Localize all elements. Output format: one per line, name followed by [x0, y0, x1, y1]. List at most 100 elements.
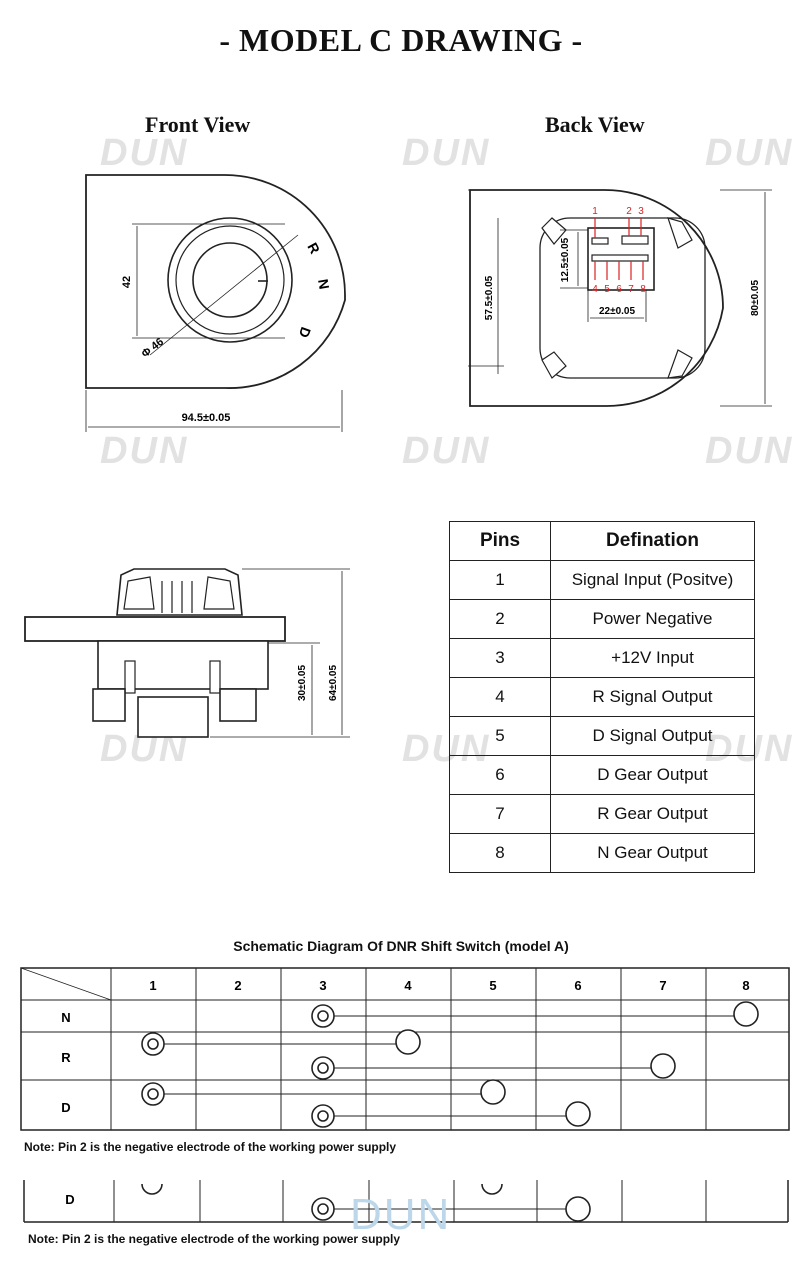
- dim-width-label: 94.5±0.05: [182, 412, 231, 424]
- dim-left-label: 57.5±0.05: [484, 275, 495, 320]
- back-view-label: Back View: [545, 112, 645, 137]
- knob-grip: [175, 225, 285, 335]
- table-cell: 7: [449, 794, 551, 834]
- dim-outer-label: 64±0.05: [328, 665, 339, 702]
- pin-number-label: 8: [640, 284, 646, 295]
- row-label: D: [61, 1100, 70, 1115]
- tab: [209, 660, 221, 694]
- pin-terminal-inner: [147, 1038, 159, 1050]
- table-cell: R Gear Output: [550, 794, 755, 834]
- pin-terminal: [141, 1032, 165, 1056]
- table-header: Pins: [449, 521, 551, 561]
- pin-terminal: [565, 1101, 591, 1127]
- pin-number-label: 3: [638, 206, 644, 217]
- knob-grip: [203, 576, 235, 610]
- pin-terminal: [311, 1056, 335, 1080]
- row-label: R: [61, 1050, 71, 1065]
- pin-number-label: 2: [626, 206, 632, 217]
- page-title: - MODEL C DRAWING -: [219, 22, 583, 58]
- watermark: DUN: [705, 430, 794, 472]
- knob-outer-ring: [167, 217, 293, 343]
- table-cell: Power Negative: [550, 599, 755, 639]
- connector: [137, 696, 209, 738]
- side-view-drawing: 30±0.05 64±0.05: [24, 568, 350, 738]
- table-header: Defination: [550, 521, 755, 561]
- pin-slot: [591, 237, 609, 245]
- table-cell: 6: [449, 755, 551, 795]
- dim-right-label: 80±0.05: [750, 280, 761, 317]
- back-housing-outline: [469, 189, 724, 407]
- pin-number-label: 1: [592, 206, 598, 217]
- knob-grip: [123, 576, 155, 610]
- front-housing-outline: [85, 174, 346, 389]
- table-cell: 5: [449, 716, 551, 756]
- column-label: 4: [404, 978, 412, 993]
- mount-tab: [667, 217, 693, 249]
- pin-slot-row: [591, 254, 649, 262]
- pin-slot: [621, 235, 649, 245]
- column-label: 5: [489, 978, 496, 993]
- connector-body: [587, 227, 655, 291]
- table-cell: 4: [449, 677, 551, 717]
- column-label: 6: [574, 978, 581, 993]
- watermark: DUN: [402, 132, 491, 174]
- gear-label-n: N: [315, 278, 333, 291]
- table-cell: 8: [449, 833, 551, 873]
- fragment-note: Note: Pin 2 is the negative electrode of…: [28, 1232, 401, 1246]
- column-label: 3: [319, 978, 326, 993]
- pin-terminal: [733, 1001, 759, 1027]
- dim-inner-label: 30±0.05: [297, 665, 308, 702]
- pin-terminal-inner: [317, 1110, 329, 1122]
- pin-number-label: 5: [604, 284, 610, 295]
- column-label: 8: [742, 978, 749, 993]
- table-cell: 3: [449, 638, 551, 678]
- header-diagonal: [20, 967, 112, 1001]
- housing-body: [97, 640, 269, 690]
- watermark: DUN: [100, 430, 189, 472]
- pin-terminal-inner: [147, 1088, 159, 1100]
- watermark: DUN: [402, 430, 491, 472]
- cut-circle: [141, 1183, 163, 1195]
- pin-terminal: [311, 1004, 335, 1028]
- watermark: DUN: [350, 1190, 452, 1239]
- column-label: 7: [659, 978, 666, 993]
- table-cell: 1: [449, 560, 551, 600]
- cut-circle: [481, 1183, 503, 1195]
- pin-terminal: [480, 1079, 506, 1105]
- watermark: DUN: [705, 132, 794, 174]
- column-label: 2: [234, 978, 241, 993]
- tab: [124, 660, 136, 694]
- diameter-line: [149, 234, 299, 356]
- dim-conn-h-label: 12.5±0.05: [560, 237, 571, 282]
- back-recess: [539, 217, 706, 379]
- foot: [219, 688, 257, 722]
- pin-terminal: [311, 1104, 335, 1128]
- pin-number-label: 7: [628, 284, 634, 295]
- front-view-label: Front View: [145, 112, 251, 137]
- table-cell: R Signal Output: [550, 677, 755, 717]
- mount-tab: [541, 351, 567, 379]
- front-view-drawing: 42 Φ 46 94.5±0.05 R N D: [85, 174, 346, 432]
- dim-height-label: 42: [121, 276, 133, 288]
- schematic-note: Note: Pin 2 is the negative electrode of…: [24, 1140, 397, 1154]
- pin-terminal: [311, 1197, 335, 1221]
- pin-terminal: [395, 1029, 421, 1055]
- table-cell: D Gear Output: [550, 755, 755, 795]
- row-label: N: [61, 1010, 70, 1025]
- table-cell: Signal Input (Positve): [550, 560, 755, 600]
- table-row: 3+12V Input: [449, 638, 755, 678]
- pin-terminal: [565, 1196, 591, 1222]
- knob-center: [192, 242, 268, 318]
- pin-number-label: 4: [592, 284, 598, 295]
- fragment-row-label: D: [65, 1192, 74, 1207]
- mount-plate: [24, 616, 286, 642]
- dim-conn-w-label: 22±0.05: [599, 306, 636, 317]
